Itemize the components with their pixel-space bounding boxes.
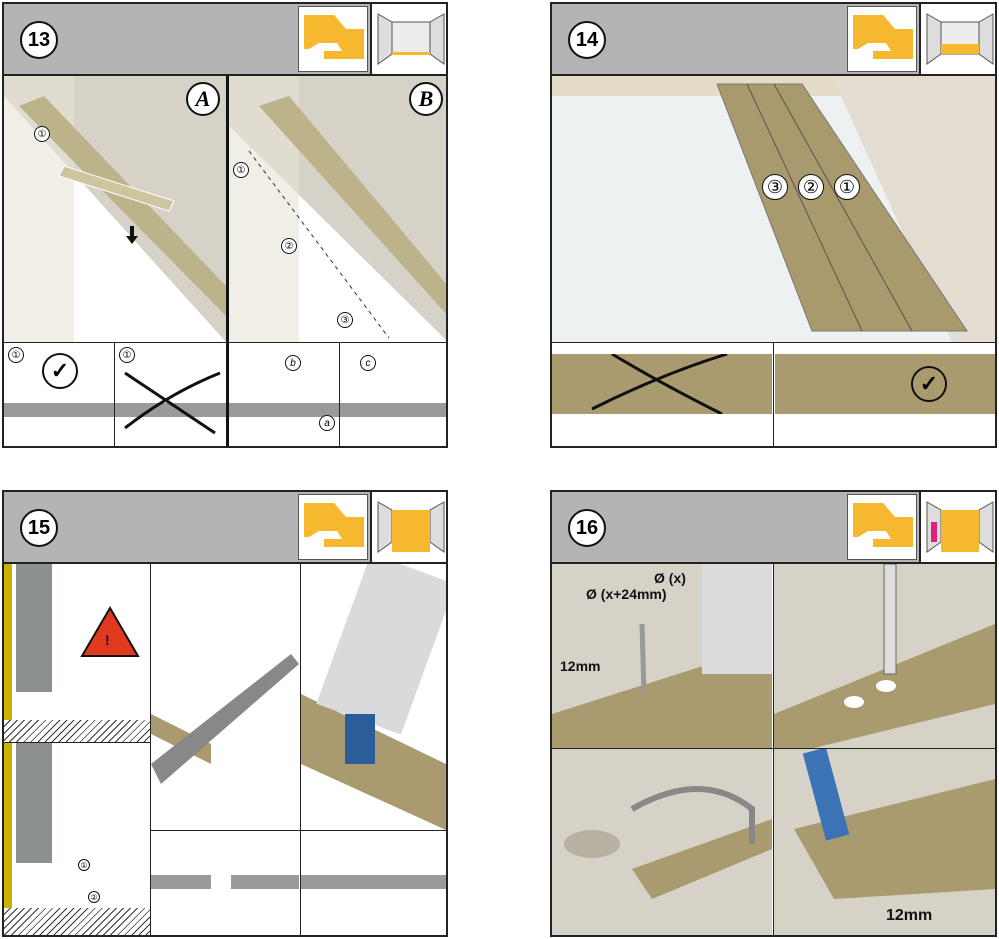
step-16-drill <box>774 564 995 748</box>
row-marker: ② <box>798 174 824 200</box>
profile-joint-icon <box>847 494 917 560</box>
inset-angle-in: b a <box>229 343 339 446</box>
step-number: 14 <box>568 21 606 59</box>
label-a: a <box>319 415 335 431</box>
inset-wrong-gap <box>552 354 772 414</box>
step-number: 16 <box>568 509 606 547</box>
divider <box>226 76 229 446</box>
step-header: 14 <box>552 4 995 76</box>
inset-wrong: ① <box>115 343 226 446</box>
step-15-panel: 15 ! ① ② <box>2 490 448 937</box>
check-icon: ✓ <box>42 353 78 389</box>
step-marker: ① <box>233 162 249 178</box>
label-c: c <box>360 355 376 371</box>
inset-profile-joined <box>301 831 446 935</box>
row-marker: ③ <box>762 174 788 200</box>
inset-correct-flat: ✓ <box>775 354 995 414</box>
step-header: 16 <box>552 492 995 564</box>
step-marker: ① <box>8 347 24 363</box>
inset-profile-apart <box>151 831 299 935</box>
step-16-fit: 12mm <box>774 749 995 935</box>
step-13a-illustration: A ① <box>4 76 226 342</box>
variant-b-badge: B <box>409 82 443 116</box>
step-15-tool-illustration <box>151 564 299 830</box>
pipe-diameter-label: Ø (x) <box>654 570 686 586</box>
step-14-illustration: ③ ② ① <box>552 76 995 342</box>
warning-mark: ! <box>105 632 110 648</box>
step-marker: ③ <box>337 312 353 328</box>
step-15-wall-slide: ① ② <box>4 742 150 935</box>
hole-diameter-label: Ø (x+24mm) <box>586 586 667 602</box>
divider <box>4 342 446 343</box>
step-13b-illustration: B ① ② ③ <box>229 76 446 342</box>
room-icon <box>370 492 446 562</box>
inset-correct: ① ✓ <box>4 343 114 446</box>
step-marker: ② <box>281 238 297 254</box>
gap-label: 12mm <box>560 658 601 674</box>
step-number: 13 <box>20 21 58 59</box>
step-13-panel: 13 A ① B ① ② ③ ① ✓ ① b a c <box>2 2 448 448</box>
room-icon <box>919 4 995 74</box>
label-b: b <box>285 355 301 371</box>
cross-icon <box>124 371 221 435</box>
step-marker: ① <box>119 347 135 363</box>
step-marker: ② <box>88 891 100 903</box>
cross-icon <box>591 354 728 414</box>
step-header: 13 <box>4 4 446 76</box>
plank-profile <box>4 403 114 417</box>
step-16-panel: 16 Ø (x) Ø (x+24mm) 12mm 12mm <box>550 490 997 937</box>
step-marker: ① <box>34 126 50 142</box>
variant-a-badge: A <box>186 82 220 116</box>
profile-joint-icon <box>847 6 917 72</box>
step-14-panel: 14 ③ ② ① ✓ <box>550 2 997 448</box>
row-marker: ① <box>834 174 860 200</box>
room-icon <box>919 492 995 562</box>
step-15-wall-tilt: ! <box>4 564 150 742</box>
gap-label: 12mm <box>886 907 933 924</box>
check-icon: ✓ <box>911 366 947 402</box>
step-marker: ① <box>78 859 90 871</box>
inset-press-down: c <box>340 343 446 446</box>
profile-joint-icon <box>298 6 368 72</box>
step-16-measure: Ø (x) Ø (x+24mm) 12mm <box>552 564 772 748</box>
profile-joint-icon <box>298 494 368 560</box>
step-15-glue-illustration <box>301 564 446 830</box>
warning-icon <box>80 606 140 657</box>
step-header: 15 <box>4 492 446 564</box>
step-number: 15 <box>20 509 58 547</box>
step-16-saw <box>552 749 772 935</box>
room-icon <box>370 4 446 74</box>
